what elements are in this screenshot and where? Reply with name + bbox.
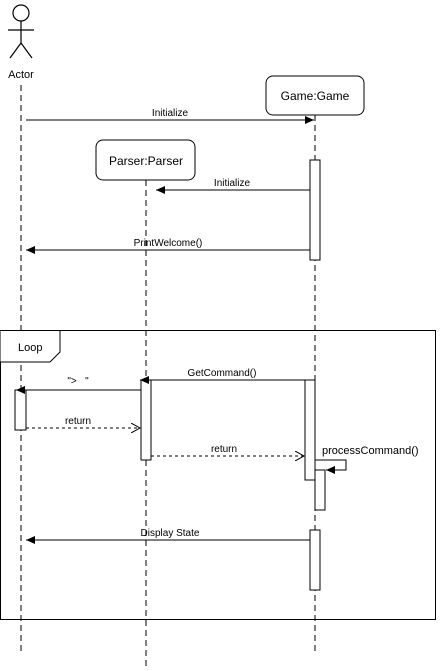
message-prompt-label: "> " (67, 376, 89, 387)
loop-label: Loop (18, 342, 42, 354)
game-participant-label: Game:Game (281, 89, 350, 103)
actor-label: Actor (8, 69, 34, 81)
game-activation-1 (309, 159, 321, 261)
parser-activation (140, 379, 152, 461)
message-print-welcome-label: PrintWelcome() (134, 238, 203, 249)
message-initialize-parser-label: Initialize (214, 178, 251, 189)
message-display-state-label: Display State (141, 528, 200, 539)
game-activation-nested (314, 469, 326, 511)
game-activation-2 (304, 379, 316, 481)
game-participant-box[interactable] (265, 75, 365, 116)
game-activation-3 (309, 529, 321, 591)
actor-activation (14, 389, 27, 431)
loop-frame (0, 330, 436, 620)
message-process-command-label: processCommand() (322, 445, 419, 457)
message-return-actor-label: return (65, 416, 91, 427)
message-get-command-label: GetCommand() (188, 368, 257, 379)
message-process-command (315, 459, 347, 474)
actor-figure[interactable] (8, 4, 34, 59)
loop-frame-tab (0, 330, 61, 363)
message-initialize-game-label: Initialize (152, 108, 189, 119)
message-return-parser-label: return (211, 444, 237, 455)
parser-participant-box[interactable] (95, 139, 196, 181)
parser-participant-label: Parser:Parser (109, 154, 183, 168)
